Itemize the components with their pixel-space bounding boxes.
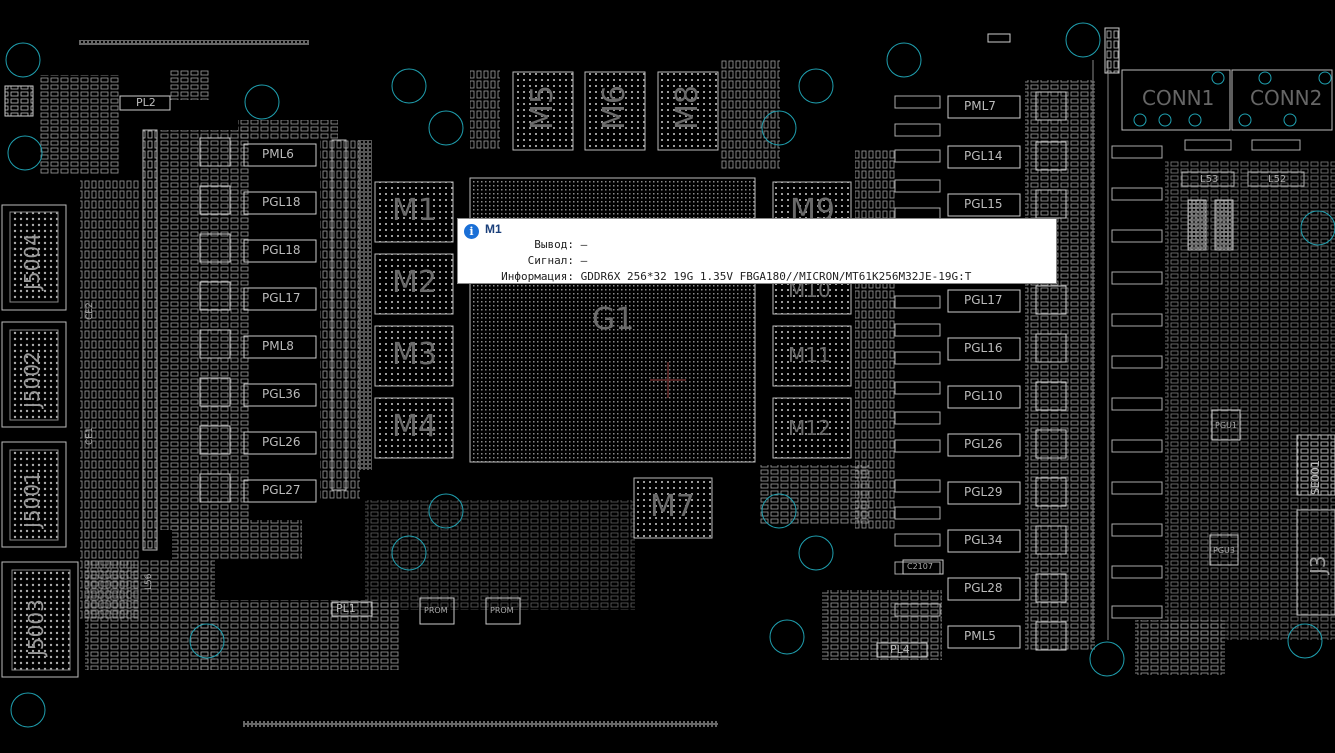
info-icon: i (464, 224, 479, 239)
regulators-left (199, 137, 317, 503)
label-m11: M11 (788, 343, 831, 367)
memory-modules (374, 71, 852, 539)
label-pgl-right-9: PGL28 (964, 581, 1003, 595)
crosshair-cursor-icon (650, 362, 686, 398)
label-prom-1: PROM (424, 606, 448, 615)
label-j3: J3 (1306, 555, 1330, 574)
label-ce1: CE1 (85, 427, 95, 445)
label-conn2: CONN2 (1250, 86, 1323, 110)
label-pgl-right-2: PGL15 (964, 197, 1003, 211)
label-l56: L56 (144, 573, 154, 590)
label-m5: M5 (525, 85, 560, 130)
label-pgl-right-6: PGL26 (964, 437, 1003, 451)
tooltip-row-info: Информация: GDDR6X 256*32 19G 1.35V FBGA… (458, 270, 971, 283)
vertical-strips (142, 129, 1234, 551)
tooltip-title: M1 (485, 222, 502, 236)
label-pgl-right-5: PGL10 (964, 389, 1003, 403)
tooltip-value: GDDR6X 256*32 19G 1.35V FBGA180//MICRON/… (580, 270, 972, 283)
label-c2107: C2107 (907, 562, 933, 571)
label-ce2: CE2 (85, 302, 95, 320)
label-m2: M2 (392, 265, 437, 300)
label-pml5: PML5 (964, 629, 996, 643)
label-l52: L52 (1268, 174, 1287, 185)
label-pgl-left-1: PGL18 (262, 195, 301, 209)
pgce-boxes-right (894, 95, 1305, 619)
tooltip-key: Информация: (501, 270, 574, 283)
label-pgl-left-5: PGL26 (262, 435, 301, 449)
label-m10: M10 (788, 278, 831, 302)
label-pgl-right-3: PGL17 (964, 293, 1003, 307)
label-gpu: G1 (592, 302, 635, 337)
mounting-holes (5, 22, 1335, 728)
component-info-tooltip: i M1 Вывод: — Сигнал: — Информация: GDDR… (457, 218, 1057, 284)
label-pgu3: PGU3 (1213, 546, 1235, 555)
label-j5001: J5001 (20, 471, 44, 528)
tooltip-value: — (580, 254, 588, 267)
label-m1: M1 (392, 193, 437, 228)
label-m6: M6 (597, 85, 632, 130)
label-pgl-right-8: PGL34 (964, 533, 1003, 547)
label-pml6: PML6 (262, 147, 294, 161)
label-pgl-left-4: PGL36 (262, 387, 301, 401)
tooltip-row-pin: Вывод: — (458, 238, 587, 251)
label-m7: M7 (650, 489, 695, 524)
tooltip-key: Вывод: (534, 238, 574, 251)
label-conn1: CONN1 (1142, 86, 1215, 110)
label-pl4: PL4 (890, 643, 910, 656)
misc-parts (4, 27, 1241, 658)
tooltip-row-signal: Сигнал: — (458, 254, 588, 267)
label-pl1: PL1 (336, 602, 356, 615)
label-j5004: J5004 (20, 233, 44, 290)
label-prom-2: PROM (490, 606, 514, 615)
label-pgl-left-3: PGL17 (262, 291, 301, 305)
label-pgl-left-2: PGL18 (262, 243, 301, 257)
label-m4: M4 (392, 409, 437, 444)
label-j5002: J5002 (20, 351, 44, 408)
label-l53: L53 (1200, 174, 1219, 185)
label-pgl-right-7: PGL29 (964, 485, 1003, 499)
edge-strip-bottom (243, 721, 718, 727)
label-m3: M3 (392, 337, 437, 372)
label-pgl-right-1: PGL14 (964, 149, 1003, 163)
label-m12: M12 (788, 416, 831, 440)
regulators-right (947, 91, 1067, 651)
label-pgl-left-6: PGL27 (262, 483, 301, 497)
label-pml7: PML7 (964, 99, 996, 113)
left-connectors (1, 204, 79, 678)
label-pgu1: PGU1 (1215, 421, 1237, 430)
label-m8: M8 (670, 85, 705, 130)
tooltip-key: Сигнал: (527, 254, 574, 267)
label-j5003: J5003 (24, 599, 48, 656)
tooltip-value: — (580, 238, 588, 251)
edge-strip-top (79, 40, 309, 45)
label-pgl-right-4: PGL16 (964, 341, 1003, 355)
label-pml8: PML8 (262, 339, 294, 353)
label-pl2: PL2 (136, 96, 156, 109)
label-se001: SE001 (1309, 460, 1322, 495)
